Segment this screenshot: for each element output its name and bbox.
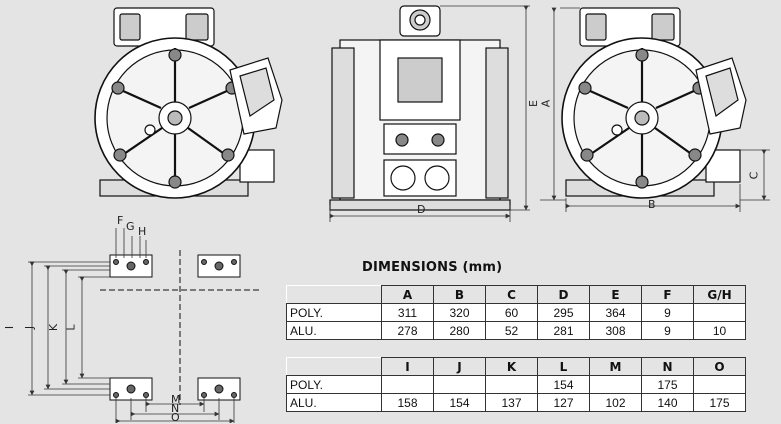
table-row: POLY. 311 320 60 295 364 9 <box>286 303 746 322</box>
table-cell: 311 <box>381 303 434 322</box>
table-cell: 320 <box>433 303 486 322</box>
table-cell: 278 <box>381 321 434 340</box>
table-cell <box>589 375 642 394</box>
table-row: ALU. 278 280 52 281 308 9 10 <box>286 321 746 340</box>
col-header: E <box>589 285 642 304</box>
dim-label-n: N <box>171 402 180 415</box>
col-header: D <box>537 285 590 304</box>
dim-label-k: K <box>47 323 61 332</box>
col-header: N <box>641 357 694 376</box>
pump-side-view-left <box>94 7 283 199</box>
table-row: ALU. 158 154 137 127 102 140 175 <box>286 393 746 412</box>
dim-label-g: G <box>126 220 135 233</box>
mounting-plan-drawing <box>100 250 260 405</box>
table-cell: 137 <box>485 393 538 412</box>
dimensions-title: DIMENSIONS (mm) <box>362 260 503 275</box>
table-row: POLY. 154 175 <box>286 375 746 394</box>
row-label: ALU. <box>286 393 382 412</box>
dim-label-e: E <box>526 100 540 107</box>
row-label: ALU. <box>286 321 382 340</box>
dimensions-table-2: I J K L M N O POLY. 154 175 ALU. 158 154… <box>286 357 746 412</box>
dim-label-f: F <box>117 214 124 227</box>
dim-label-i: I <box>3 325 17 330</box>
table-cell: 154 <box>537 375 590 394</box>
table-cell: 308 <box>589 321 642 340</box>
col-header: B <box>433 285 486 304</box>
dim-label-j: J <box>23 325 37 330</box>
col-header: F <box>641 285 694 304</box>
table-cell: 9 <box>641 303 694 322</box>
table-cell <box>381 375 434 394</box>
pump-front-view <box>329 5 511 211</box>
table-cell: 364 <box>589 303 642 322</box>
dimension-lines-top <box>329 5 770 222</box>
dim-label-c: C <box>747 171 761 180</box>
table-cell: 158 <box>381 393 434 412</box>
dim-label-a: A <box>539 99 553 108</box>
table-cell: 281 <box>537 321 590 340</box>
table-header-row: I J K L M N O <box>286 357 746 376</box>
row-label: POLY. <box>286 375 382 394</box>
table-cell: 280 <box>433 321 486 340</box>
dim-label-m: M <box>171 393 181 406</box>
col-header: G/H <box>693 285 746 304</box>
pump-side-view-right <box>561 7 747 199</box>
table-cell <box>693 375 746 394</box>
dim-label-l: L <box>64 324 78 331</box>
col-header: K <box>485 357 538 376</box>
col-header: M <box>589 357 642 376</box>
col-header: J <box>433 357 486 376</box>
table-cell: 295 <box>537 303 590 322</box>
table-cell: 10 <box>693 321 746 340</box>
table-cell: 127 <box>537 393 590 412</box>
table-cell: 175 <box>693 393 746 412</box>
table-corner <box>286 285 382 304</box>
table-cell <box>433 375 486 394</box>
dim-label-o: O <box>171 411 180 424</box>
table-cell: 9 <box>641 321 694 340</box>
col-header: L <box>537 357 590 376</box>
col-header: A <box>381 285 434 304</box>
col-header: I <box>381 357 434 376</box>
col-header: O <box>693 357 746 376</box>
table-cell: 52 <box>485 321 538 340</box>
col-header: C <box>485 285 538 304</box>
dim-label-h: H <box>138 225 147 238</box>
table-cell: 175 <box>641 375 694 394</box>
dimensions-table-1: A B C D E F G/H POLY. 311 320 60 295 364… <box>286 285 746 340</box>
dim-label-b: B <box>648 198 656 211</box>
table-cell: 60 <box>485 303 538 322</box>
dimension-lines-plan <box>28 228 235 423</box>
table-cell: 154 <box>433 393 486 412</box>
table-cell <box>693 303 746 322</box>
table-header-row: A B C D E F G/H <box>286 285 746 304</box>
table-cell: 102 <box>589 393 642 412</box>
table-cell <box>485 375 538 394</box>
dim-label-d: D <box>417 203 426 216</box>
table-cell: 140 <box>641 393 694 412</box>
row-label: POLY. <box>286 303 382 322</box>
table-corner <box>286 357 382 376</box>
